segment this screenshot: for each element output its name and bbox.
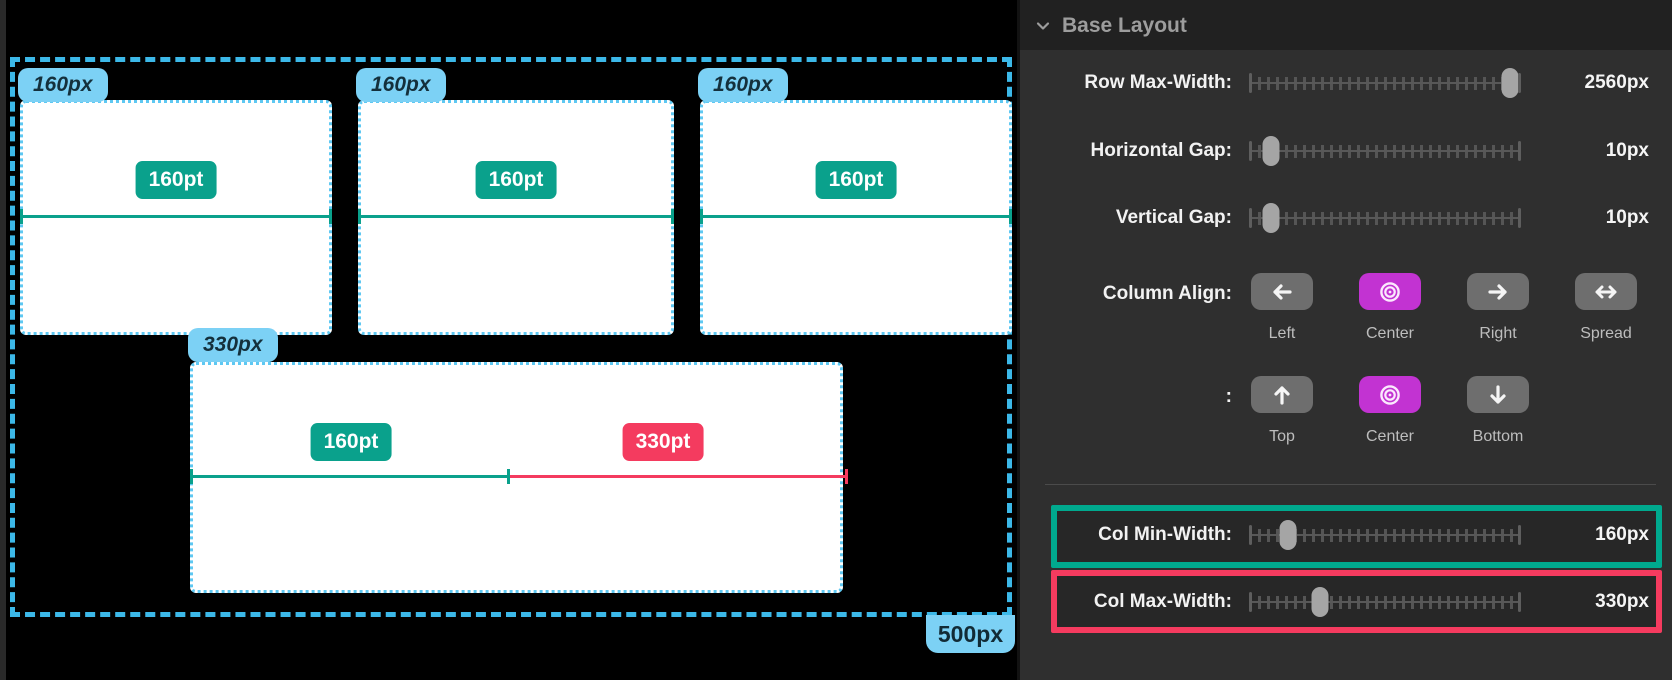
canvas-edge [0, 0, 6, 680]
bullseye-icon [1380, 281, 1400, 302]
row-height-badge: 500px [926, 615, 1015, 653]
slider-thumb[interactable] [1311, 587, 1329, 617]
arrow-left-icon [1273, 283, 1292, 300]
align-center-button[interactable] [1359, 273, 1421, 310]
section-title: Base Layout [1062, 14, 1187, 37]
col-max-width-row: Col Max-Width: 330px [1020, 580, 1672, 624]
vertical-gap-slider[interactable] [1249, 203, 1521, 233]
arrow-right-icon [1488, 283, 1507, 300]
valign-center-button[interactable] [1359, 376, 1421, 413]
vertical-gap-row: Vertical Gap: 10px [1020, 196, 1672, 240]
arrow-up-icon [1274, 385, 1290, 405]
wide-column-block[interactable]: 160pt 330pt [190, 362, 848, 593]
min-width-measure-line [700, 209, 1012, 224]
chevron-down-icon[interactable] [1034, 17, 1052, 40]
valign-center-caption: Center [1365, 428, 1415, 445]
horizontal-gap-row: Horizontal Gap: 10px [1020, 129, 1672, 173]
column-width-badge: 330px [188, 328, 278, 362]
horizontal-gap-slider[interactable] [1249, 136, 1521, 166]
min-width-measure-badge: 160pt [310, 423, 392, 461]
arrow-down-icon [1490, 384, 1506, 404]
min-width-measure-badge: 160pt [815, 161, 897, 199]
col-max-width-value: 330px [1595, 591, 1649, 612]
col-max-width-slider[interactable] [1249, 587, 1521, 617]
col-min-width-row: Col Min-Width: 160px [1020, 513, 1672, 557]
min-width-measure-badge: 160pt [475, 161, 557, 199]
row-max-width-label: Row Max-Width: [1084, 72, 1232, 93]
section-divider [1045, 484, 1656, 485]
align-spread-button[interactable] [1575, 273, 1637, 310]
min-width-measure-line [358, 209, 674, 224]
bullseye-icon [1380, 384, 1400, 405]
align-right-caption: Right [1479, 325, 1517, 342]
row-max-width-row: Row Max-Width: 2560px [1020, 61, 1672, 105]
valign-bottom-button[interactable] [1467, 376, 1529, 413]
row-max-width-value: 2560px [1584, 72, 1649, 93]
max-width-measure-badge: 330pt [622, 423, 704, 461]
align-left-button[interactable] [1251, 273, 1313, 310]
min-width-measure-line [190, 469, 510, 484]
vertical-gap-label: Vertical Gap: [1115, 207, 1232, 228]
column-block[interactable]: 160pt [20, 100, 332, 335]
row-max-width-slider[interactable] [1249, 68, 1521, 98]
horizontal-gap-value: 10px [1605, 140, 1649, 161]
slider-thumb[interactable] [1279, 520, 1297, 550]
col-min-width-slider[interactable] [1249, 520, 1521, 550]
row-boundary-outline[interactable] [10, 57, 1012, 617]
inspector-panel: Base Layout Row Max-Width: 2560px Horizo… [1020, 0, 1672, 680]
min-width-measure-line [20, 209, 332, 224]
base-layout-section-header[interactable]: Base Layout [1020, 0, 1672, 50]
valign-top-caption: Top [1269, 428, 1295, 445]
align-right-button[interactable] [1467, 273, 1529, 310]
slider-thumb[interactable] [1262, 136, 1280, 166]
horizontal-gap-label: Horizontal Gap: [1090, 140, 1232, 161]
column-width-badge: 160px [698, 68, 788, 102]
max-width-measure-line [510, 469, 848, 484]
align-center-caption: Center [1365, 325, 1415, 342]
valign-bottom-caption: Bottom [1472, 428, 1524, 445]
align-left-caption: Left [1268, 325, 1296, 342]
column-block[interactable]: 160pt [358, 100, 674, 335]
col-min-width-value: 160px [1595, 524, 1649, 545]
col-min-width-label: Col Min-Width: [1098, 524, 1232, 545]
min-width-measure-badge: 160pt [135, 161, 217, 199]
vertical-gap-value: 10px [1605, 207, 1649, 228]
vertical-align-label: : [1225, 386, 1232, 407]
arrow-horizontal-icon [1595, 285, 1617, 298]
column-width-badge: 160px [356, 68, 446, 102]
column-align-label: Column Align: [1102, 283, 1232, 304]
column-width-badge: 160px [18, 68, 108, 102]
col-max-width-label: Col Max-Width: [1093, 591, 1232, 612]
align-spread-caption: Spread [1580, 325, 1632, 342]
valign-top-button[interactable] [1251, 376, 1313, 413]
panel-divider [1017, 0, 1020, 680]
slider-thumb[interactable] [1262, 203, 1280, 233]
column-block[interactable]: 160pt [700, 100, 1012, 335]
design-canvas: 160px 160px 160px 160pt 160pt 160pt 330p… [0, 0, 1017, 680]
slider-thumb[interactable] [1501, 68, 1519, 98]
